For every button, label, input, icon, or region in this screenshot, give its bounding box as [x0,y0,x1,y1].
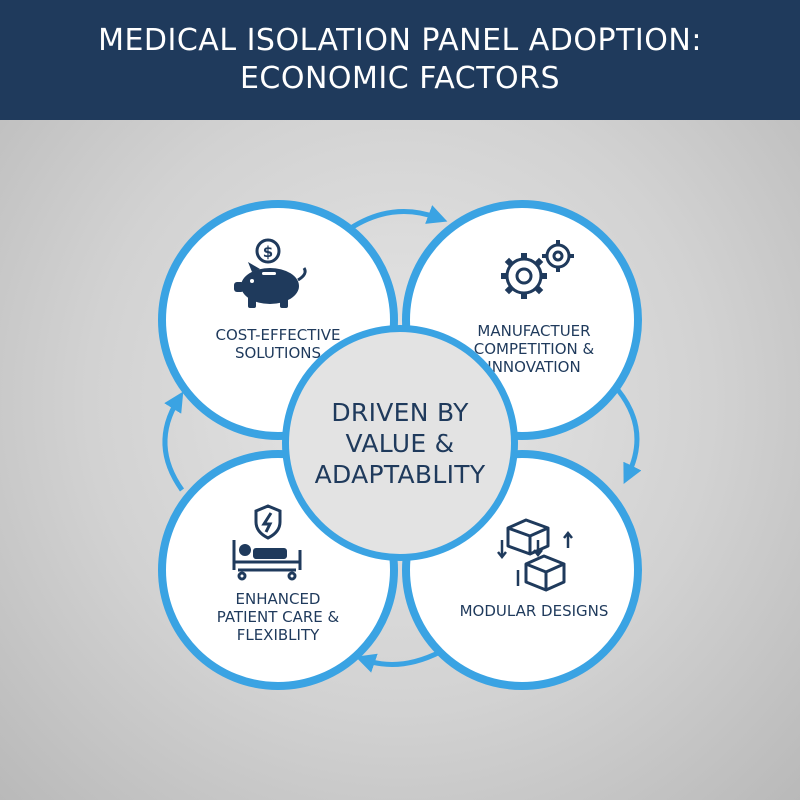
gears-icon [501,240,574,299]
page-title: MEDICAL ISOLATION PANEL ADOPTION: ECONOM… [98,23,702,96]
arrow-bottom [355,649,442,673]
svg-text:$: $ [263,243,273,261]
arrow-left [162,391,185,492]
node-label-manufacturer: MANUFACTUER COMPETITION & INNOVATION [473,322,595,376]
node-label-patient-care: ENHANCED PATIENT CARE & FLEXIBLITY [216,590,340,644]
node-label-modular: MODULAR DESIGNS [459,602,609,620]
arrow-right [616,388,642,484]
modular-boxes-icon [497,518,573,592]
arrow-top [343,205,448,235]
title-banner: MEDICAL ISOLATION PANEL ADOPTION: ECONOM… [0,0,800,120]
piggy-bank-icon: $ [234,238,307,308]
hospital-bed-icon [232,504,302,581]
center-hub: DRIVEN BY VALUE & ADAPTABLITY [282,325,518,561]
node-label-cost-effective: COST-EFFECTIVE SOLUTIONS [215,326,341,362]
center-text: DRIVEN BY VALUE & ADAPTABLITY [314,397,486,489]
